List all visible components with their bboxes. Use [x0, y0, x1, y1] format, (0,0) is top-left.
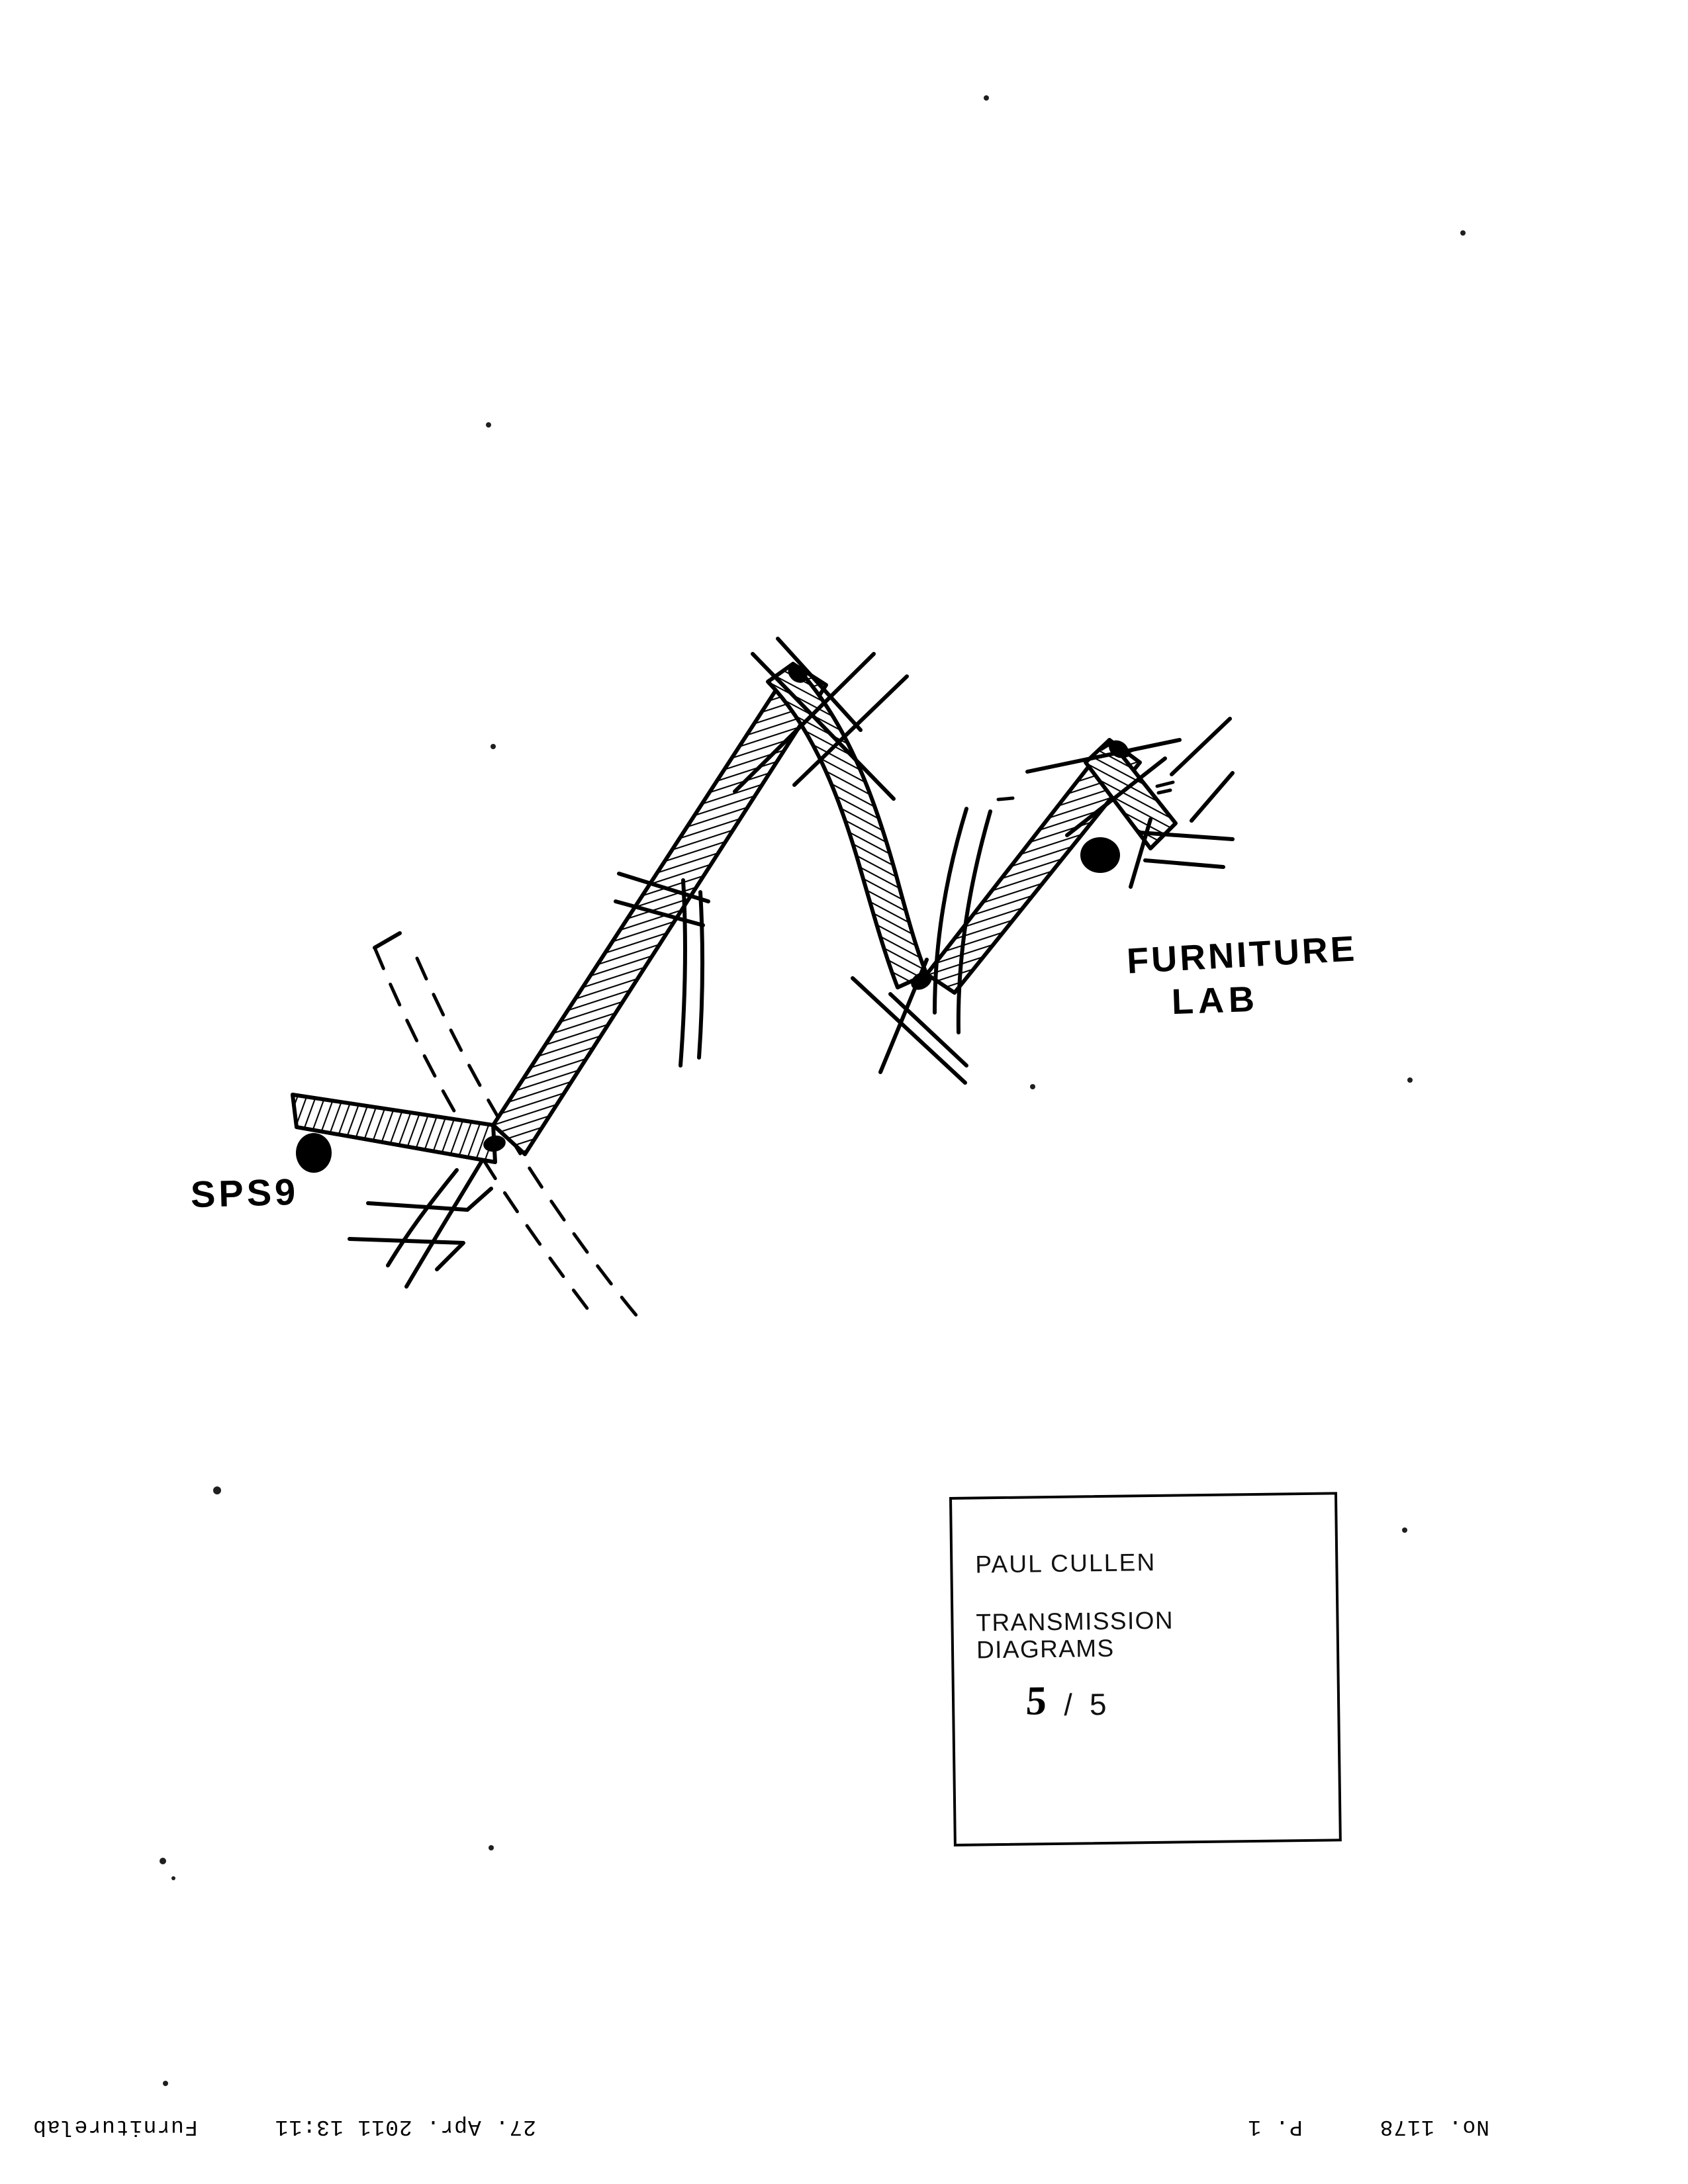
band-segment-right-tail [1084, 738, 1178, 850]
label-sps9: SPS9 [190, 1170, 299, 1216]
construction-lines-mid-diagonal [614, 872, 710, 1068]
fax-header-right-group: No. 1178 P. 1 [1247, 2115, 1489, 2139]
fax-header-left-group: 27. Apr. 2011 13:11 Furniturelab [32, 2115, 536, 2139]
title-block-content: PAUL CULLEN TRANSMISSION DIAGRAMS 5 / 5 [975, 1547, 1322, 1724]
title-block-subject-line2: DIAGRAMS [976, 1635, 1115, 1664]
sps9-node-dot [296, 1133, 332, 1173]
construction-lines-apex1 [733, 637, 909, 801]
fax-transmission-header: No. 1178 P. 1 27. Apr. 2011 13:11 Furnitur… [0, 2097, 1688, 2144]
construction-lines-left-end [348, 931, 493, 1289]
title-block-page-current: 5 [1025, 1678, 1049, 1724]
label-furniture-lab: FURNITURE LAB [1126, 929, 1360, 1024]
fax-job-number: No. 1178 [1379, 2115, 1489, 2139]
band-segment-descent-curve [766, 662, 929, 989]
title-block: PAUL CULLEN TRANSMISSION DIAGRAMS 5 / 5 [949, 1492, 1342, 1846]
fax-datetime: 27. Apr. 2011 13:11 [274, 2115, 536, 2139]
construction-lines-valley [851, 807, 992, 1085]
scan-speckles [160, 95, 1466, 2086]
title-block-page-row: 5 / 5 [977, 1678, 1322, 1724]
band-segment-left-stub [291, 1093, 497, 1164]
band-segment-long-diagonal [491, 662, 828, 1156]
peak2-scribble-ticks [996, 741, 1175, 801]
dashed-construction-arcs [373, 946, 645, 1326]
node-dots [296, 837, 1120, 1173]
title-block-author: PAUL CULLEN [975, 1548, 1156, 1578]
construction-lines-apex2 [1025, 717, 1235, 889]
fax-sender: Furniturelab [32, 2115, 198, 2139]
title-block-subject-line1: TRANSMISSION [976, 1606, 1174, 1637]
label-furniture-lab-line2: LAB [1170, 979, 1260, 1023]
title-block-page-total: 5 [1089, 1686, 1107, 1721]
furniture-lab-node-dot [1080, 837, 1120, 873]
band-segment-rise-to-peak2 [925, 738, 1142, 995]
title-block-page-separator: / [1063, 1687, 1073, 1722]
drawing-ink [291, 637, 1235, 1326]
fax-page-marker: P. 1 [1247, 2115, 1303, 2139]
